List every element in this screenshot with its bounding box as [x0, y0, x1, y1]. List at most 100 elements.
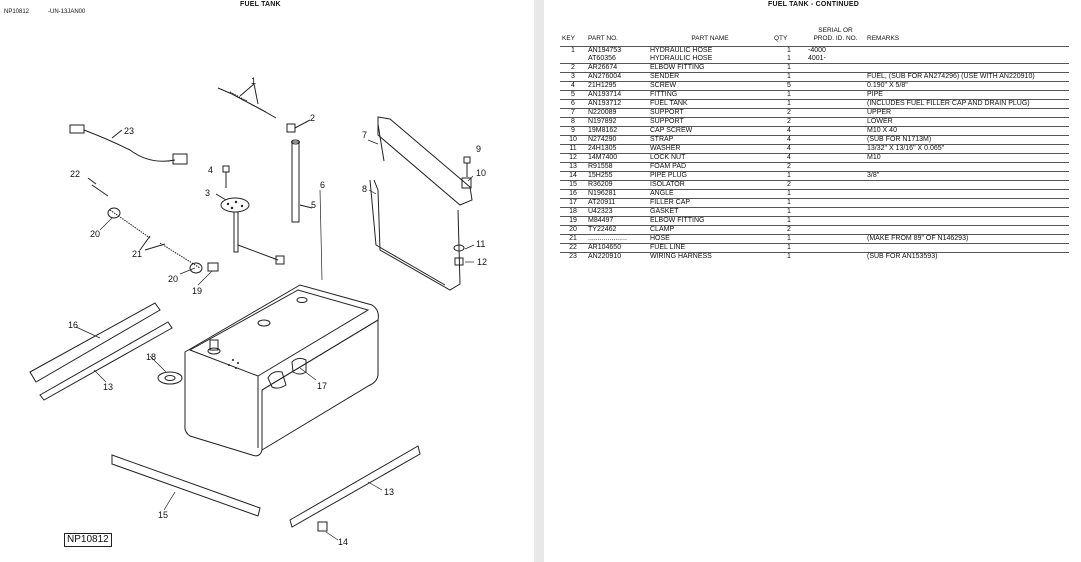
cell-part-no: AN193712 [586, 99, 648, 109]
cell-part-no: N274290 [586, 135, 648, 145]
cell-part-no: AN193714 [586, 90, 648, 100]
cell-qty: 2 [772, 180, 806, 190]
callout-5: 5 [311, 200, 316, 210]
cell-remarks: M10 [865, 153, 1069, 163]
cell-serial [806, 135, 865, 145]
cell-key: 16 [560, 189, 586, 199]
cell-name: ELBOW FITTING [648, 216, 772, 226]
fitting-pipe-drawing [291, 139, 313, 223]
callout-4: 4 [208, 165, 213, 175]
cell-serial [806, 252, 865, 261]
cell-name: FITTING [648, 90, 772, 100]
cell-part-no: 21H1295 [586, 81, 648, 91]
cell-key [560, 55, 586, 64]
cell-remarks [865, 180, 1069, 190]
cell-serial [806, 72, 865, 82]
cell-name: WASHER [648, 144, 772, 154]
callout-21: 21 [132, 249, 142, 259]
cell-key: 14 [560, 171, 586, 181]
callout-2: 2 [310, 113, 315, 123]
cell-name: ELBOW FITTING [648, 63, 772, 73]
hydraulic-hose-drawing [217, 83, 277, 119]
cell-serial [806, 144, 865, 154]
cell-qty: 4 [772, 144, 806, 154]
cell-remarks: (SUB FOR N1713M) [865, 135, 1069, 145]
cell-name: ANGLE [648, 189, 772, 199]
cell-name: PIPE PLUG [648, 171, 772, 181]
parts-table: KEY PART NO. PART NAME QTY SERIAL OR PRO… [560, 27, 1069, 261]
cell-name: HOSE [648, 234, 772, 244]
cell-remarks: 13/32" X 13/16" X 0.065" [865, 144, 1069, 154]
cell-serial [806, 234, 865, 244]
cell-part-no: 24H1305 [586, 144, 648, 154]
cell-part-no: 15H255 [586, 171, 648, 181]
header-serial-line1: SERIAL OR [818, 27, 853, 34]
callout-20-left: 20 [90, 229, 100, 239]
cell-part-no: AR26674 [586, 63, 648, 73]
callout-13-lower: 13 [384, 487, 394, 497]
cell-part-no: 19M8162 [586, 126, 648, 136]
figure-label: NP10812 [64, 533, 112, 547]
callout-9: 9 [476, 144, 481, 154]
callout-14: 14 [338, 537, 348, 547]
cell-key: 8 [560, 117, 586, 127]
cell-qty: 1 [772, 99, 806, 109]
cell-key: 17 [560, 198, 586, 208]
hardware-drawing [453, 156, 472, 266]
cell-qty: 1 [772, 243, 806, 253]
cell-qty: 1 [772, 207, 806, 217]
cell-qty: 1 [772, 72, 806, 82]
cell-remarks [865, 162, 1069, 172]
cell-qty: 2 [772, 225, 806, 235]
cell-part-no: AT20911 [586, 198, 648, 208]
fuel-tank-drawing [184, 284, 379, 457]
cell-part-no: AN220910 [586, 252, 648, 261]
cell-qty: 5 [772, 81, 806, 91]
fuel-line-drawing [87, 177, 219, 274]
cell-part-no: M84497 [586, 216, 648, 226]
cell-remarks [865, 198, 1069, 208]
cell-part-no: .................... [586, 234, 648, 244]
cell-remarks [865, 189, 1069, 199]
callout-23: 23 [124, 126, 134, 136]
cell-qty: 4 [772, 135, 806, 145]
header-part-no: PART NO. [588, 35, 618, 42]
header-serial: SERIAL OR PROD. ID. NO. [806, 27, 865, 47]
cell-qty: 1 [772, 90, 806, 100]
cell-remarks: PIPE [865, 90, 1069, 100]
elbow-fitting-drawing [286, 119, 311, 133]
cell-name: STRAP [648, 135, 772, 145]
cell-remarks [865, 207, 1069, 217]
header-part-name: PART NAME [691, 35, 729, 42]
callout-18: 18 [146, 352, 156, 362]
cell-qty: 1 [772, 216, 806, 226]
cell-qty: 4 [772, 126, 806, 136]
cell-serial [806, 162, 865, 172]
right-page-title: FUEL TANK - CONTINUED [768, 1, 860, 8]
cell-key: 18 [560, 207, 586, 217]
cell-qty: 4 [772, 153, 806, 163]
cell-qty: 1 [772, 63, 806, 73]
callout-19: 19 [192, 286, 202, 296]
callout-15: 15 [158, 510, 168, 520]
cell-remarks: (INCLUDES FUEL FILLER CAP AND DRAIN PLUG… [865, 99, 1069, 109]
header-key: KEY [562, 35, 576, 42]
header-qty: QTY [774, 35, 788, 42]
cell-name: FUEL TANK [648, 99, 772, 109]
cell-name: WIRING HARNESS [648, 252, 772, 261]
cell-serial [806, 99, 865, 109]
